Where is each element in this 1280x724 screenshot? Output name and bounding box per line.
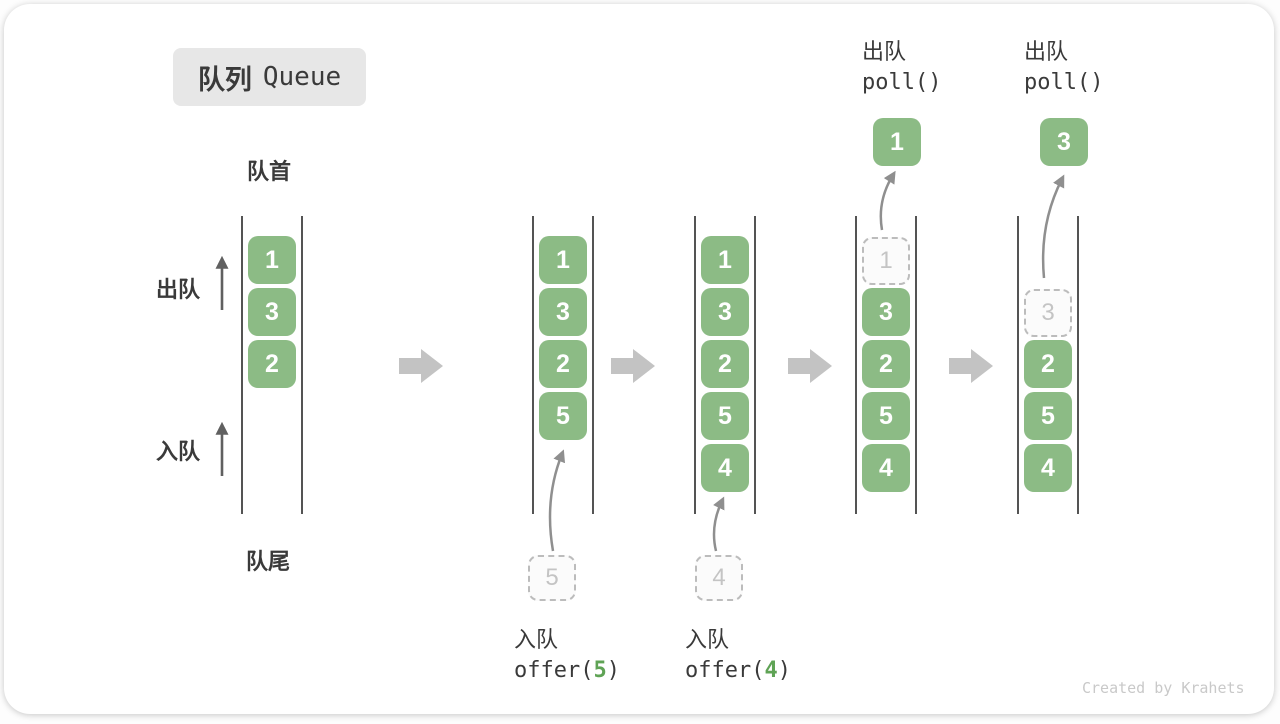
queue-wall — [241, 216, 243, 514]
queue-item: 5 — [539, 392, 587, 440]
title-en: Queue — [262, 62, 342, 92]
dequeue-curved-arrow-icon — [1041, 174, 1065, 279]
queue-wall — [915, 216, 917, 514]
dequeue-side-label: 出队 — [156, 277, 201, 302]
code-fn: offer( — [514, 658, 594, 683]
incoming-item-ghost: 4 — [695, 555, 743, 601]
queue-wall — [1017, 216, 1019, 514]
queue-item: 3 — [862, 288, 910, 336]
removed-item-ghost: 3 — [1024, 289, 1072, 337]
enqueue-op-label: 入队 — [685, 627, 730, 652]
queue-rear-label: 队尾 — [246, 549, 291, 574]
dequeue-curved-arrow-icon — [879, 170, 896, 231]
queue-front-label: 队首 — [247, 159, 292, 184]
queue-item: 2 — [539, 340, 587, 388]
queue-item: 3 — [248, 288, 296, 336]
title-zh: 队列 — [197, 64, 252, 95]
code-arg: 5 — [593, 658, 607, 683]
code-close: ) — [777, 658, 791, 683]
enqueue-op-label: 入队 — [514, 627, 559, 652]
queue-item: 5 — [862, 392, 910, 440]
queue-wall — [532, 216, 534, 514]
incoming-item-ghost: 5 — [528, 555, 576, 601]
code-fn: offer( — [685, 658, 765, 683]
dequeued-item: 1 — [873, 118, 921, 166]
queue-item: 2 — [248, 340, 296, 388]
poll-code-label: poll() — [862, 70, 942, 95]
queue-wall — [1077, 216, 1079, 514]
code-close: ) — [606, 658, 620, 683]
right-block-arrow-icon — [788, 349, 832, 383]
queue-item: 5 — [701, 392, 749, 440]
right-block-arrow-icon — [399, 349, 443, 383]
queue-item: 2 — [1024, 340, 1072, 388]
diagram-title-badge: 队列 Queue — [173, 48, 366, 106]
queue-item: 2 — [701, 340, 749, 388]
removed-item-ghost: 1 — [862, 237, 910, 285]
queue-wall — [592, 216, 594, 514]
queue-item: 1 — [701, 236, 749, 284]
watermark: Created by Krahets — [1082, 679, 1245, 697]
enqueue-curved-arrow-icon — [712, 496, 725, 552]
poll-code-label: poll() — [1024, 70, 1104, 95]
queue-item: 1 — [248, 236, 296, 284]
dequeue-op-label: 出队 — [862, 39, 907, 64]
queue-item: 5 — [1024, 392, 1072, 440]
queue-wall — [694, 216, 696, 514]
diagram-canvas: 队列 Queue 队首 队尾 出队 入队 1 3 2 1 3 2 5 5 1 3… — [4, 4, 1274, 714]
right-block-arrow-icon — [611, 349, 655, 383]
enqueue-side-label: 入队 — [156, 439, 201, 464]
queue-item: 3 — [539, 288, 587, 336]
dequeued-item: 3 — [1040, 118, 1088, 166]
queue-item: 3 — [701, 288, 749, 336]
enqueue-curved-arrow-icon — [548, 449, 566, 552]
queue-item: 1 — [539, 236, 587, 284]
queue-wall — [754, 216, 756, 514]
right-block-arrow-icon — [949, 349, 993, 383]
queue-item: 4 — [862, 444, 910, 492]
offer-code-label: offer(4) — [685, 658, 791, 683]
code-arg: 4 — [764, 658, 778, 683]
queue-wall — [301, 216, 303, 514]
offer-code-label: offer(5) — [514, 658, 620, 683]
queue-item: 2 — [862, 340, 910, 388]
arrows-overlay — [215, 170, 1065, 552]
queue-wall — [855, 216, 857, 514]
dequeue-op-label: 出队 — [1024, 39, 1069, 64]
queue-item: 4 — [1024, 444, 1072, 492]
queue-item: 4 — [701, 444, 749, 492]
